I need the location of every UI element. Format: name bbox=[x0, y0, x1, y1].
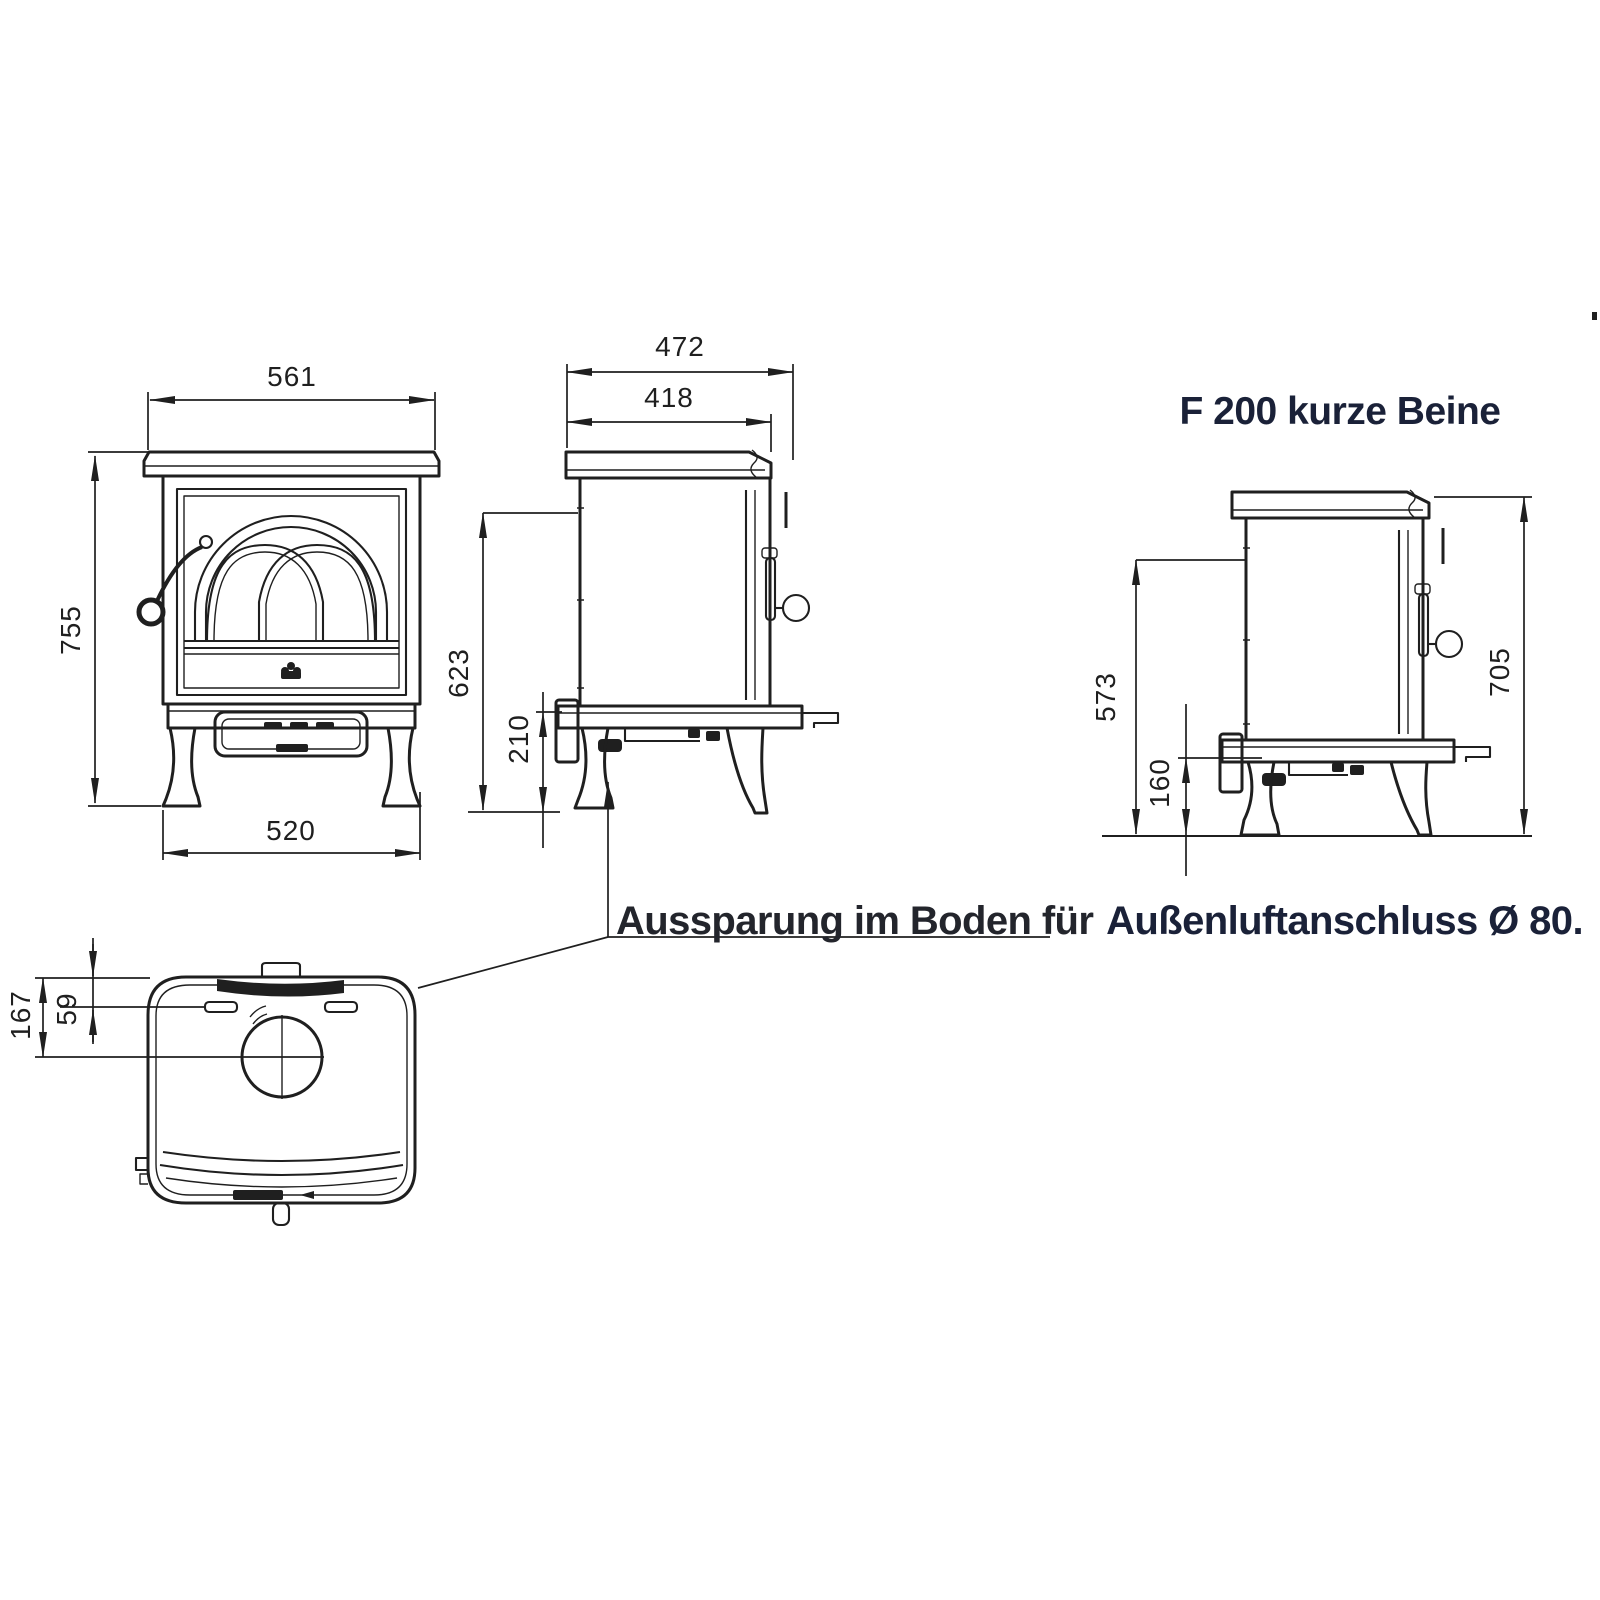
dim-side-body-depth: 418 bbox=[644, 382, 694, 413]
front-top-plate bbox=[142, 450, 441, 478]
dim-short-base-height: 160 bbox=[1144, 758, 1175, 808]
front-right-leg bbox=[381, 727, 422, 808]
side-view-dimension-lines bbox=[468, 364, 794, 848]
dim-side-base-height: 210 bbox=[503, 714, 534, 764]
dim-front-leg-span: 520 bbox=[266, 815, 316, 846]
rear-tab bbox=[260, 961, 302, 977]
short-front-leg bbox=[1239, 761, 1281, 837]
note-underlined-text: Aussparung im Boden für bbox=[616, 899, 1094, 943]
front-door-frame bbox=[175, 487, 408, 697]
dim-short-total-height: 705 bbox=[1484, 647, 1515, 697]
side-rear-leg bbox=[725, 727, 769, 815]
front-knob bbox=[271, 1201, 291, 1227]
top-view-body bbox=[146, 975, 417, 1205]
dim-front-height: 755 bbox=[55, 605, 86, 655]
side-front-leg bbox=[573, 727, 615, 810]
top-view-dimension-lines bbox=[35, 938, 324, 1058]
air-connection-leader bbox=[417, 781, 1050, 989]
front-left-leg bbox=[161, 727, 202, 808]
side-front-trim bbox=[554, 698, 580, 764]
dim-short-body-height: 573 bbox=[1090, 672, 1121, 722]
side-top-plate bbox=[564, 450, 773, 480]
side-base-plate bbox=[556, 704, 804, 730]
door-emblem bbox=[281, 662, 301, 679]
short-leg-view-drawing bbox=[1102, 489, 1532, 876]
air-connection-note: Aussparung im Boden für Außenluftanschlus… bbox=[616, 899, 1584, 944]
dim-front-top-width: 561 bbox=[267, 361, 317, 392]
variant-title: F 200 kurze Beine bbox=[1179, 390, 1501, 433]
dim-side-body-height: 623 bbox=[443, 648, 474, 698]
flue-outlet-circle bbox=[240, 1005, 324, 1099]
short-door-handle-icon bbox=[1414, 583, 1464, 659]
front-view-dimension-lines bbox=[88, 392, 436, 860]
front-view-drawing bbox=[88, 392, 441, 860]
gothic-window bbox=[184, 515, 399, 650]
side-door-handle-icon bbox=[761, 547, 811, 623]
dim-top-edge-offset: 59 bbox=[51, 992, 82, 1026]
short-rear-leg bbox=[1389, 761, 1433, 837]
ash-lip bbox=[213, 710, 369, 758]
dim-top-flue-offset: 167 bbox=[5, 990, 36, 1040]
note-plain-text: Außenluftanschluss Ø 80. bbox=[1106, 899, 1583, 943]
short-leg-view-dimension-lines bbox=[1132, 496, 1532, 876]
dim-side-total-depth: 472 bbox=[655, 331, 705, 362]
short-top-plate bbox=[1230, 490, 1431, 520]
top-plate-band bbox=[217, 979, 344, 997]
scan-artifact bbox=[1592, 312, 1597, 320]
side-view-drawing bbox=[417, 364, 1050, 989]
top-view-drawing bbox=[35, 938, 417, 1227]
short-base-plate bbox=[1220, 738, 1456, 764]
door-handle-icon bbox=[136, 534, 214, 627]
